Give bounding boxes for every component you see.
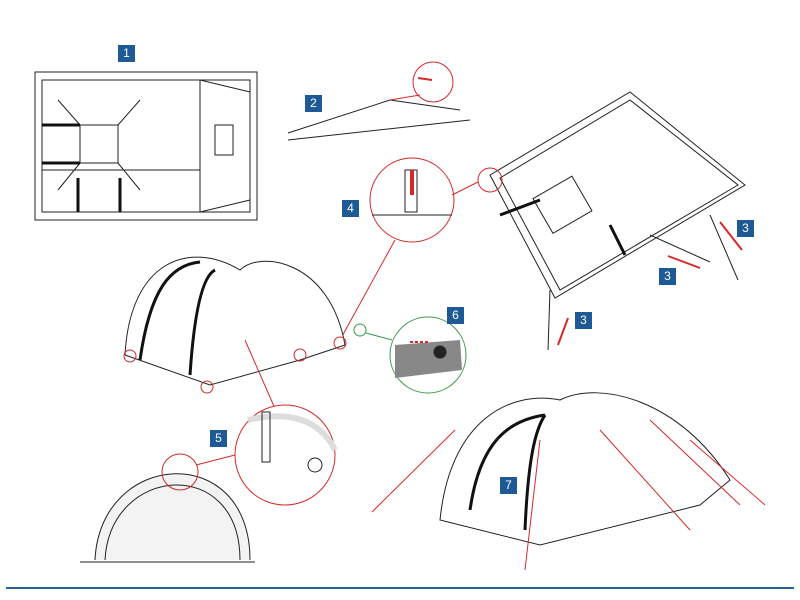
detail-6 <box>389 316 467 394</box>
poles <box>287 61 471 141</box>
step-6-badge: 6 <box>447 307 464 324</box>
detail-4 <box>339 157 479 341</box>
step-4-badge: 4 <box>342 200 359 217</box>
step-7-badge: 7 <box>500 477 517 494</box>
step-5-badge: 5 <box>210 430 227 447</box>
step-3-badge: 3 <box>737 220 754 237</box>
step-1-badge: 1 <box>118 45 135 62</box>
tent-frame <box>477 91 746 351</box>
step-3-badge: 3 <box>659 268 676 285</box>
tent-floor-plan <box>34 71 258 221</box>
bottom-divider <box>6 587 794 589</box>
tent-partial <box>123 256 393 421</box>
step-2-badge: 2 <box>305 95 322 112</box>
detail-5 <box>80 404 338 563</box>
step-3-badge: 3 <box>575 312 592 329</box>
tent-complete <box>371 392 766 571</box>
